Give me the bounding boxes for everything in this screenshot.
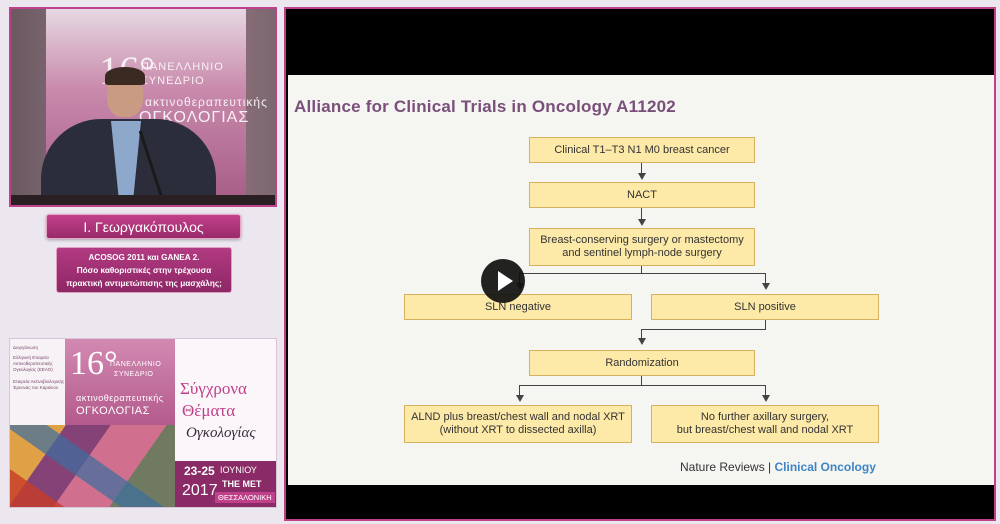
arrow-down-icon: [638, 338, 646, 345]
arrow-down-icon: [638, 219, 646, 226]
speaker-name-plate: Ι. Γεωργακόπουλος: [46, 214, 241, 239]
slide-viewport: Alliance for Clinical Trials in Oncology…: [284, 7, 996, 521]
conference-poster: Διοργάνωση Ελληνική Εταιρεία Ακτινοθεραπ…: [9, 338, 277, 508]
talk-title-plate: ACOSOG 2011 και GANEA 2. Πόσο καθοριστικ…: [56, 247, 232, 293]
arrow-down-icon: [638, 173, 646, 180]
arrow-down-icon: [762, 395, 770, 402]
poster-artwork: [10, 425, 175, 507]
box-nact: NACT: [529, 182, 755, 208]
slide-title: Alliance for Clinical Trials in Oncology…: [294, 97, 676, 116]
box-eligibility: Clinical T1–T3 N1 M0 breast cancer: [529, 137, 755, 163]
presentation-slide: Alliance for Clinical Trials in Oncology…: [288, 75, 994, 485]
box-sln-positive: SLN positive: [651, 294, 879, 320]
play-icon: [498, 271, 513, 291]
box-sln-negative: SLN negative: [404, 294, 632, 320]
speaker-camera: 16° ΠΑΝΕΛΛΗΝΙΟ ΣΥΝΕΔΡΙΟ ακτινοθεραπευτικ…: [9, 7, 277, 207]
arrow-down-icon: [516, 395, 524, 402]
box-surgery: Breast-conserving surgery or mastectomy …: [529, 228, 755, 266]
box-no-further-surgery: No further axillary surgery, but breast/…: [651, 405, 879, 443]
box-alnd: ALND plus breast/chest wall and nodal XR…: [404, 405, 632, 443]
slide-footer: Nature Reviews | Clinical Oncology: [680, 460, 876, 474]
box-randomization: Randomization: [529, 350, 755, 376]
arrow-down-icon: [762, 283, 770, 290]
play-button[interactable]: [481, 259, 525, 303]
